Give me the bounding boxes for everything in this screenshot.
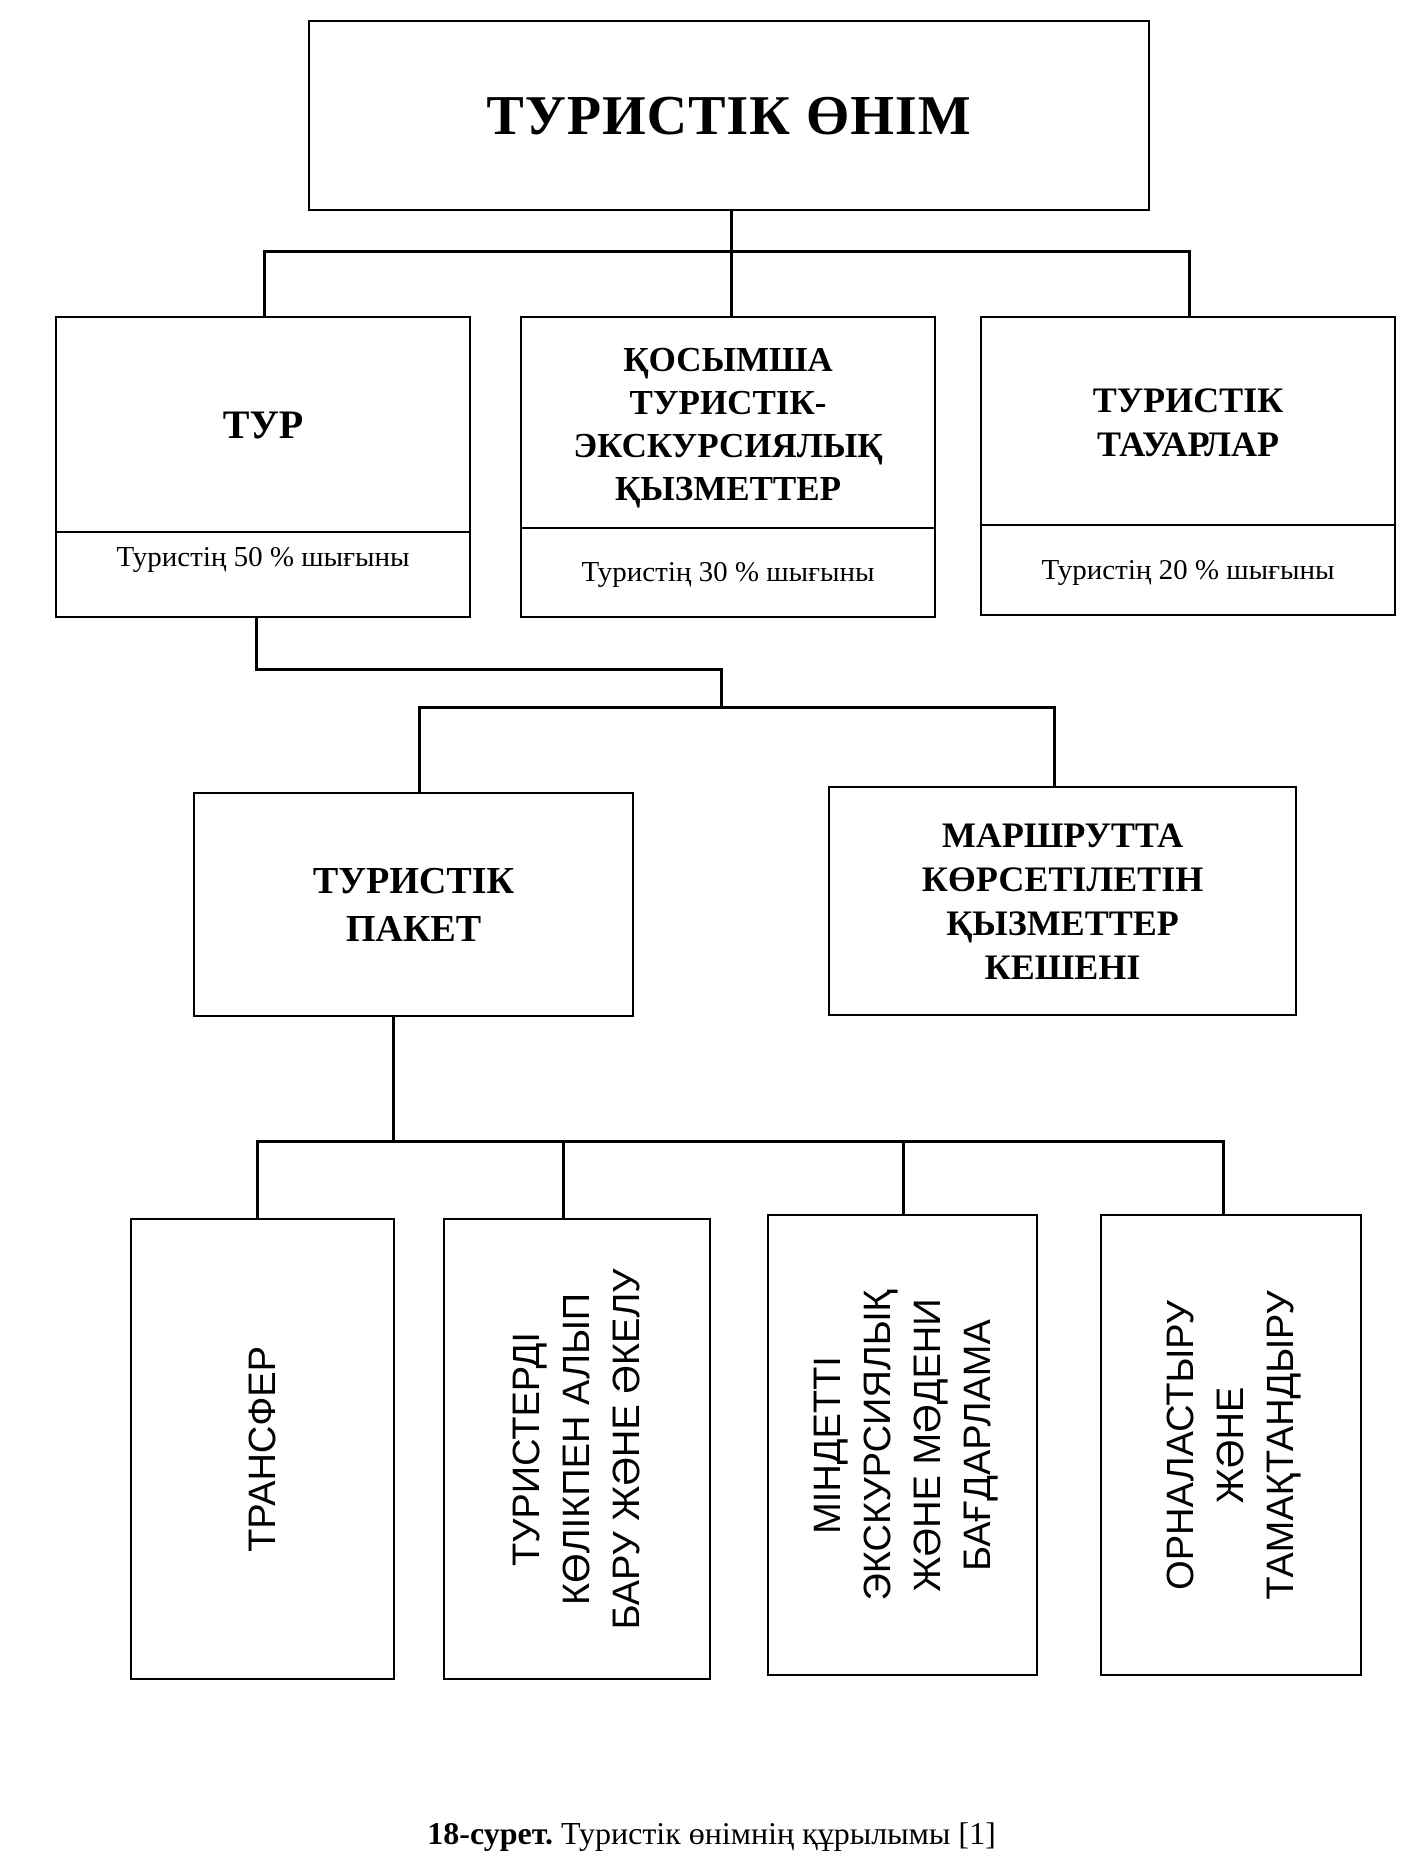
figure-number: 18-сурет. (427, 1815, 554, 1851)
tur-share: Туристің 50 % шығыны (57, 531, 469, 616)
ornalastyru-box: ОРНАЛАСТЫРУ ЖӘНЕ ТАМАҚТАНДЫРУ (1100, 1214, 1362, 1676)
connector-tur-step (255, 668, 722, 671)
paket-box: ТУРИСТІК ПАКЕТ (193, 792, 634, 1017)
transfer-label: ТРАНСФЕР (241, 1346, 284, 1552)
mindetti-label: МІНДЕТТІ ЭКСКУРСИЯЛЫҚ ЖӘНЕ МӘДЕНИ БАҒДАР… (806, 1289, 999, 1601)
connector-level1-bus (263, 250, 1190, 253)
figure-title: Туристік өнімнің құрылымы [1] (561, 1815, 996, 1851)
connector-marshrut-drop (1053, 706, 1056, 786)
connector-paket-drop (418, 706, 421, 792)
ornalastyru-label: ОРНАЛАСТЫРУ ЖӘНЕ ТАМАҚТАНДЫРУ (1160, 1290, 1302, 1600)
tur-box: ТУР Туристің 50 % шығыны (55, 316, 471, 618)
figure-caption: 18-сурет. Туристік өнімнің құрылымы [1] (0, 1815, 1423, 1852)
connector-tur-step-down (720, 668, 723, 708)
kolik-box: ТУРИСТЕРДІ КӨЛІКПЕН АЛЫП БАРУ ЖӘНЕ ӘКЕЛУ (443, 1218, 711, 1680)
tur-label: ТУР (222, 402, 304, 447)
tauarlar-box: ТУРИСТІК ТАУАРЛАР Туристің 20 % шығыны (980, 316, 1396, 616)
root-box: ТУРИСТІК ӨНІМ (308, 20, 1150, 211)
connector-transfer-drop (256, 1140, 259, 1218)
connector-kosymsha-drop (730, 250, 733, 316)
connector-level2-bus (418, 706, 1055, 709)
connector-mindetti-drop (902, 1140, 905, 1218)
marshrut-box: МАРШРУТТА КӨРСЕТІЛЕТІН ҚЫЗМЕТТЕР КЕШЕНІ (828, 786, 1297, 1016)
connector-paket-down (392, 1015, 395, 1142)
connector-koliк-drop (562, 1140, 565, 1218)
kosymsha-box: ҚОСЫМША ТУРИСТІК-ЭКСКУРСИЯЛЫҚ ҚЫЗМЕТТЕР … (520, 316, 936, 618)
mindetti-box: МІНДЕТТІ ЭКСКУРСИЯЛЫҚ ЖӘНЕ МӘДЕНИ БАҒДАР… (767, 1214, 1038, 1676)
kolik-label: ТУРИСТЕРДІ КӨЛІКПЕН АЛЫП БАРУ ЖӘНЕ ӘКЕЛУ (506, 1268, 648, 1630)
tauarlar-share: Туристің 20 % шығыны (982, 524, 1394, 614)
connector-tur-down (255, 617, 258, 670)
connector-tauarlar-drop (1188, 250, 1191, 316)
transfer-box: ТРАНСФЕР (130, 1218, 395, 1680)
paket-label: ТУРИСТІК ПАКЕТ (312, 859, 515, 950)
kosymsha-label: ҚОСЫМША ТУРИСТІК-ЭКСКУРСИЯЛЫҚ ҚЫЗМЕТТЕР (573, 339, 883, 508)
tauarlar-label: ТУРИСТІК ТАУАРЛАР (1092, 380, 1284, 464)
connector-ornalastyru-drop (1222, 1140, 1225, 1214)
root-label: ТУРИСТІК ӨНІМ (486, 84, 972, 147)
kosymsha-share: Туристің 30 % шығыны (522, 527, 934, 616)
connector-level3-bus (256, 1140, 1225, 1143)
connector-root-down (730, 210, 733, 250)
connector-tur-drop (263, 250, 266, 316)
marshrut-label: МАРШРУТТА КӨРСЕТІЛЕТІН ҚЫЗМЕТТЕР КЕШЕНІ (921, 815, 1204, 987)
